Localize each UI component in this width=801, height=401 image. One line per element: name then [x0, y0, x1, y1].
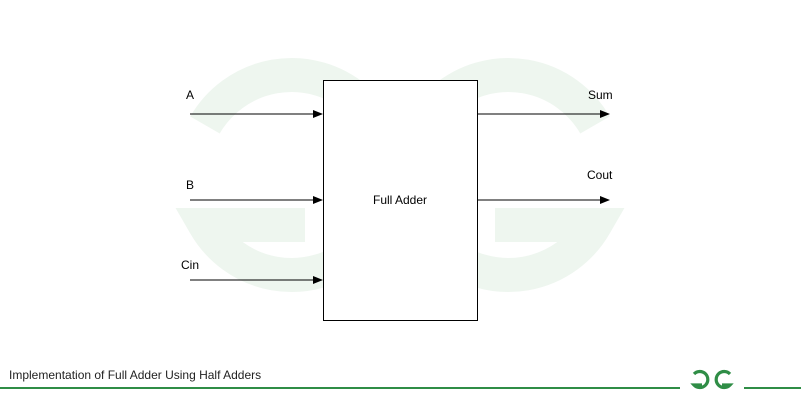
full-adder-block — [323, 80, 478, 321]
footer-caption: Implementation of Full Adder Using Half … — [9, 368, 262, 382]
footer-divider-left — [0, 387, 680, 389]
output-sum-label: Sum — [588, 88, 613, 102]
input-cin-label: Cin — [181, 258, 199, 272]
footer-divider-right — [744, 387, 801, 389]
input-a-label: A — [186, 88, 194, 102]
input-b-label: B — [186, 178, 194, 192]
full-adder-label: Full Adder — [373, 193, 427, 207]
gfg-logo-icon — [690, 369, 734, 390]
footer-bar: Implementation of Full Adder Using Half … — [0, 364, 801, 401]
output-cout-label: Cout — [587, 168, 613, 182]
